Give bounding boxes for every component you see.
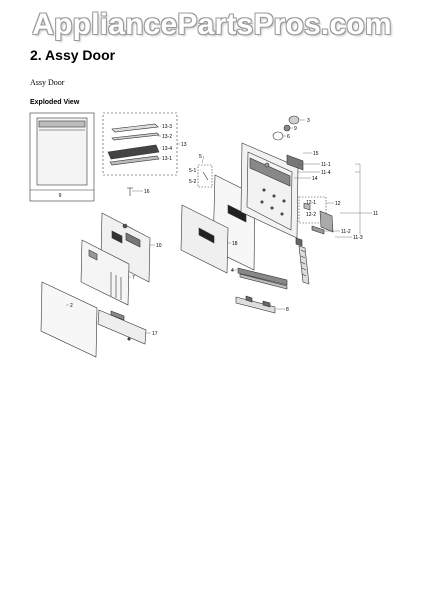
kit-box-13 (102, 112, 178, 176)
callout-13-3: 13-3 (162, 124, 172, 130)
watermark: AppliancePartsPros.com (32, 8, 392, 41)
bracket-8 (235, 296, 276, 314)
callout-12-1: 12-1 (306, 200, 316, 206)
page-subtitle: Assy Door (30, 78, 65, 87)
panel-18 (180, 204, 229, 274)
callout-13-4: 13-4 (162, 146, 172, 152)
panel-18-cutout (198, 227, 215, 244)
section-label: Exploded View (30, 99, 80, 106)
hook-5-1 (202, 171, 209, 181)
callout-5-2: 5-2 (189, 179, 196, 185)
outer-panel-2 (40, 281, 98, 358)
callout-14: 14 (312, 176, 318, 182)
inner-door-liner-14 (240, 142, 299, 239)
callout-6: 6 (287, 134, 290, 140)
part-box-5 (197, 164, 213, 188)
callout-13: 13 (181, 142, 187, 148)
callout-8: 8 (286, 307, 289, 313)
callout-5: 5 (199, 154, 202, 160)
dispenser-15 (286, 154, 304, 171)
gasket-6 (272, 131, 284, 141)
callout-12: 12 (335, 201, 341, 207)
page-heading: 2. Assy Door (30, 47, 116, 63)
callout-10: 10 (156, 243, 162, 249)
hinge-box-12 (298, 196, 327, 224)
screw-16 (127, 187, 133, 196)
block-11-3 (295, 237, 303, 247)
callout-11-1: 11-1 (321, 162, 331, 168)
callout-4: 4 (231, 268, 234, 274)
callout-11-2: 11-2 (341, 229, 351, 235)
hinge-11 (319, 210, 334, 233)
callout-11-4: 11-4 (321, 170, 331, 176)
callout-17: 17 (152, 331, 158, 337)
callout-11: 11 (373, 211, 378, 217)
trim-4 (237, 267, 288, 286)
rear-panel-10 (100, 212, 151, 283)
callout-15: 15 (313, 151, 319, 157)
toe-plate-17 (97, 309, 147, 345)
callout-9-inset: 9 (59, 193, 62, 199)
callout-5-1: 5-1 (189, 168, 196, 174)
callout-13-2: 13-2 (162, 134, 172, 140)
callout-7: 7 (132, 275, 135, 281)
callout-18: 18 (232, 241, 238, 247)
callout-3: 3 (307, 118, 310, 124)
cap-3 (288, 115, 300, 125)
ring-9 (283, 124, 291, 132)
callout-2: 2 (70, 303, 73, 309)
spring-11-3 (298, 245, 310, 285)
callout-13-1: 13-1 (162, 156, 172, 162)
callout-12-2: 12-2 (306, 212, 316, 218)
callout-11-3: 11-3 (353, 235, 363, 241)
link-11-2 (311, 225, 325, 235)
callout-9: 9 (294, 126, 297, 132)
inset-assembled-door (29, 112, 95, 202)
callout-16: 16 (144, 189, 150, 195)
inner-plate-cutout (227, 204, 247, 223)
